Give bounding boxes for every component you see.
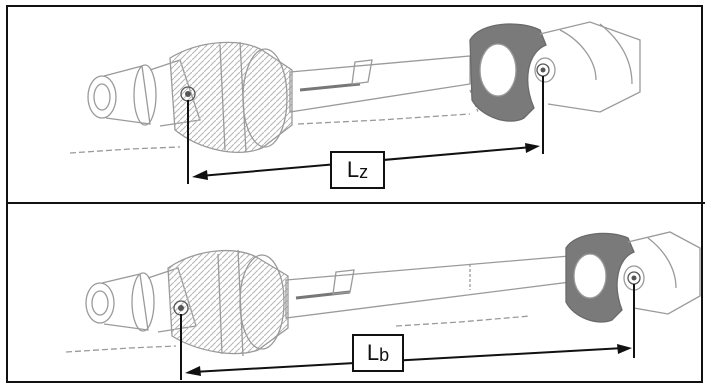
bottom-dimension-lb — [180, 284, 635, 380]
top-arrowhead-right — [525, 143, 540, 153]
top-safety-chain-left — [69, 146, 181, 154]
bottom-right-yoke — [623, 231, 701, 315]
dimension-label-lb-sub: b — [379, 345, 390, 365]
dimension-label-lz-sub: z — [359, 162, 369, 182]
top-safety-chain-right — [297, 113, 471, 125]
bottom-arrowhead-left — [185, 366, 201, 376]
figure-divider — [8, 202, 705, 204]
top-right-guard-shield — [469, 23, 547, 122]
bottom-safety-chain-right — [395, 315, 531, 327]
bottom-left-guard-cone — [167, 249, 289, 357]
bottom-shaft-drawing — [65, 231, 701, 357]
dimension-label-lb-main: L — [366, 340, 380, 365]
bottom-safety-chain-left — [65, 345, 177, 353]
bottom-telescopic-tube — [285, 255, 571, 319]
dimension-label-lz-main: L — [346, 157, 360, 182]
top-arrowhead-left — [192, 170, 208, 180]
top-telescopic-tube — [289, 55, 471, 113]
top-right-yoke — [534, 21, 641, 113]
bottom-arrowhead-right — [617, 344, 632, 354]
top-left-guard-cone — [169, 41, 293, 153]
top-shaft-drawing — [69, 21, 641, 154]
bottom-dimension-line — [192, 347, 625, 373]
bottom-right-guard-shield — [565, 232, 635, 323]
